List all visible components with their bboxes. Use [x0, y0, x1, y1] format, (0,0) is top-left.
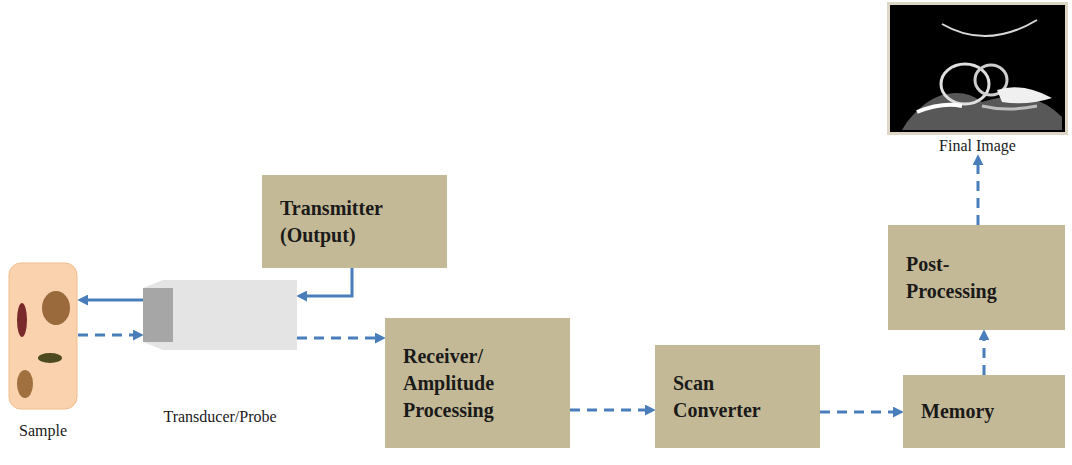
signal-arrow-dashed: [570, 409, 647, 412]
shape-label: Sample: [19, 422, 67, 440]
sample-illustration: [8, 262, 78, 410]
box-label: Transmitter (Output): [280, 195, 429, 249]
signal-arrow: [86, 299, 143, 302]
process-box: Receiver/ Amplitude Processing: [385, 318, 570, 448]
signal-arrow-dashed: [78, 334, 135, 337]
image-label: Final Image: [939, 137, 1016, 155]
box-label: Scan Converter: [673, 370, 783, 424]
shape-label: Transducer/Probe: [163, 408, 276, 426]
transducer-probe: Transducer/Probe: [143, 280, 297, 350]
box-label: Receiver/ Amplitude Processing: [403, 343, 528, 424]
signal-arrow-dashed: [297, 337, 377, 340]
ultrasound-image: [887, 2, 1068, 135]
process-box: Scan Converter: [655, 345, 820, 448]
box-label: Memory: [921, 398, 994, 425]
box-label: Post- Processing: [906, 251, 1021, 305]
sample-tissue: Sample: [8, 262, 78, 410]
signal-arrow: [305, 268, 352, 296]
signal-arrow-dashed: [983, 338, 986, 375]
final-image: Final Image: [887, 2, 1068, 155]
signal-arrow-dashed: [977, 163, 980, 225]
process-box: Transmitter (Output): [262, 175, 447, 268]
process-box: Memory: [903, 375, 1065, 448]
signal-arrow-dashed: [820, 411, 895, 414]
process-box: Post- Processing: [888, 225, 1065, 330]
probe-illustration: [143, 280, 297, 350]
